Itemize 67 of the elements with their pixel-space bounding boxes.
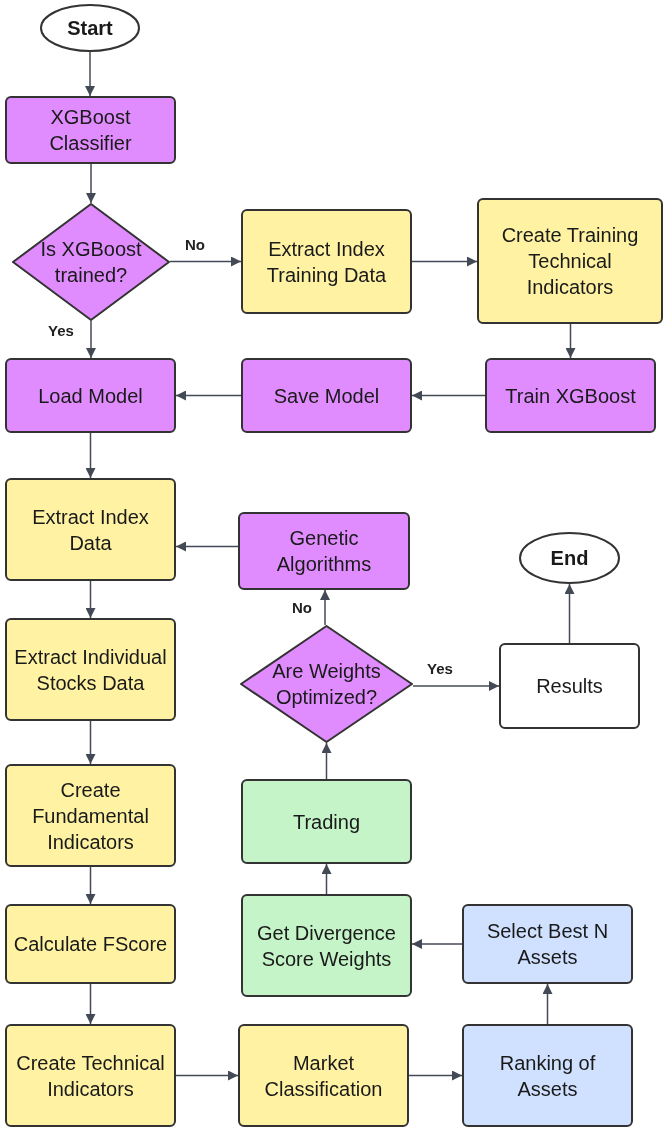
process-box [241, 209, 412, 314]
node-label: Trading [291, 809, 362, 835]
process-box [477, 198, 663, 324]
node-label: Train XGBoost [504, 383, 637, 409]
node-label: Calculate FScore [12, 932, 169, 957]
process-box [5, 904, 176, 984]
connector-arrow [321, 742, 332, 780]
node-label: Get Divergence Score Weights [256, 920, 397, 972]
process-box [5, 1024, 176, 1127]
process-box [5, 618, 176, 721]
connector-arrow [321, 863, 332, 895]
process-box [462, 904, 633, 984]
process-box [241, 779, 412, 864]
connector-arrow [85, 983, 96, 1025]
connector-arrow [85, 51, 95, 97]
process-box [499, 643, 640, 729]
node-label: Genetic Algorithms [275, 526, 373, 577]
node-label: Is XGBoost trained? [39, 237, 143, 288]
process-box [241, 894, 412, 997]
connector-arrow [320, 589, 330, 626]
process-box [5, 478, 176, 581]
connector-arrow [85, 720, 96, 765]
node-label: Create Training Technical Indicators [500, 223, 640, 300]
node-label: Load Model [37, 383, 144, 409]
connector-arrow [85, 866, 96, 905]
process-box [241, 358, 412, 433]
connector-arrow [408, 1070, 463, 1081]
node-label: Save Model [272, 383, 381, 409]
connector-arrow [412, 681, 500, 691]
process-box [5, 96, 176, 164]
connector-arrow [86, 163, 96, 204]
node-label: Create Technical Indicators [15, 1050, 166, 1102]
node-label: Extract Individual Stocks Data [13, 644, 168, 696]
decision-diamond [240, 625, 413, 743]
terminator-oval [519, 532, 620, 584]
node-label: Market Classification [263, 1050, 384, 1102]
node-label: Select Best N Assets [485, 919, 610, 970]
process-box [462, 1024, 633, 1127]
connector-arrow [411, 256, 478, 267]
connector-arrow [175, 390, 242, 401]
process-box [485, 358, 656, 433]
node-label: Ranking of Assets [498, 1050, 597, 1102]
connector-arrow [175, 541, 239, 552]
connector-arrow [85, 580, 96, 619]
node-label: End [549, 546, 590, 571]
connector-arrow [86, 320, 96, 359]
node-label: Results [535, 674, 604, 699]
connector-arrow [411, 939, 463, 949]
node-label: Are Weights Optimized? [271, 659, 382, 710]
process-box [5, 764, 176, 867]
node-label: XGBoost Classifier [48, 105, 133, 156]
process-box [238, 512, 410, 590]
node-label: Create Fundamental Indicators [31, 777, 150, 855]
connector-arrow [175, 1070, 239, 1081]
connector-arrow [542, 983, 553, 1025]
terminator-oval [40, 4, 140, 52]
connector-arrow [411, 390, 486, 401]
decision-diamond [12, 203, 170, 321]
process-box [5, 358, 176, 433]
node-label: Start [66, 16, 114, 41]
process-box [238, 1024, 409, 1127]
connector-arrow [169, 256, 242, 267]
node-label: Extract Index Data [31, 504, 150, 556]
connector-arrow [85, 432, 96, 479]
node-label: Extract Index Training Data [265, 236, 388, 288]
connector-arrow [564, 583, 575, 644]
connector-arrow [565, 323, 576, 359]
